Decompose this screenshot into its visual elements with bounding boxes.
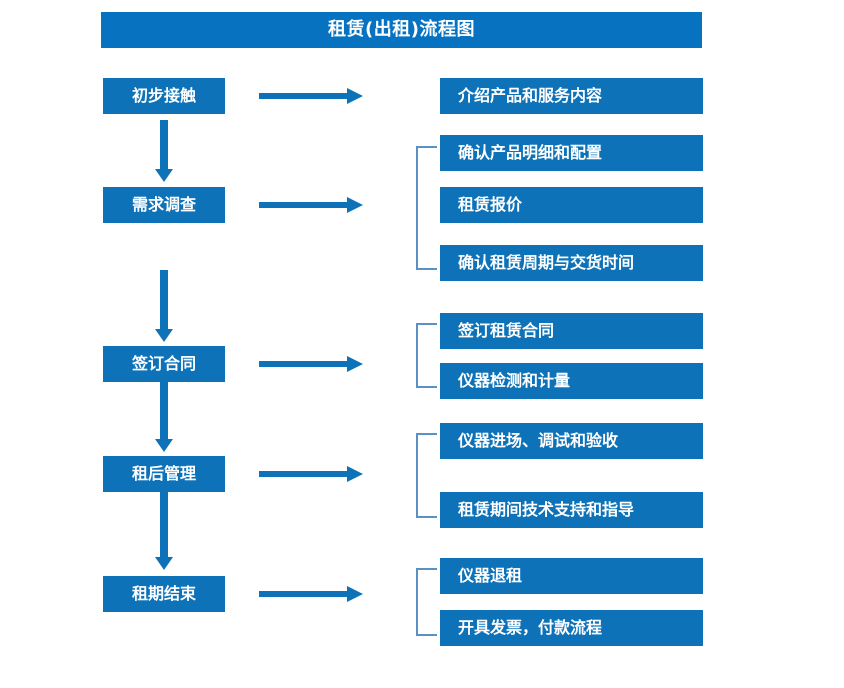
detail-box-4-1[interactable]: 仪器进场、调试和验收 <box>440 423 703 459</box>
arrow-head <box>155 557 173 570</box>
detail-label-5-2: 开具发票，付款流程 <box>458 618 603 637</box>
group-bracket-icon-4 <box>416 433 437 518</box>
arrow-head <box>347 88 363 104</box>
stage-box-2[interactable]: 需求调查 <box>103 187 225 223</box>
group-bracket-icon-2 <box>416 146 437 270</box>
arrow-down-icon-2 <box>155 270 173 342</box>
detail-label-4-2: 租赁期间技术支持和指导 <box>458 500 635 519</box>
arrow-shaft <box>259 591 349 597</box>
detail-label-2-3: 确认租赁周期与交货时间 <box>458 253 635 272</box>
detail-label-3-1: 签订租赁合同 <box>458 321 555 340</box>
detail-box-1-1[interactable]: 介绍产品和服务内容 <box>440 78 703 114</box>
group-bracket-icon-5 <box>416 568 437 636</box>
arrow-right-icon-3 <box>259 355 367 373</box>
stage-label-3: 签订合同 <box>131 354 196 373</box>
detail-box-5-1[interactable]: 仪器退租 <box>440 558 703 594</box>
detail-box-3-2[interactable]: 仪器检测和计量 <box>440 363 703 399</box>
arrow-down-icon-1 <box>155 120 173 182</box>
detail-label-3-2: 仪器检测和计量 <box>458 371 571 390</box>
arrow-shaft <box>160 492 168 557</box>
stage-box-1[interactable]: 初步接触 <box>103 78 225 114</box>
group-bracket-icon-3 <box>416 323 437 388</box>
stage-label-1: 初步接触 <box>131 86 196 105</box>
arrow-head <box>155 439 173 452</box>
arrow-head <box>347 586 363 602</box>
detail-box-4-2[interactable]: 租赁期间技术支持和指导 <box>440 492 703 528</box>
arrow-shaft <box>259 471 349 477</box>
stage-label-4: 租后管理 <box>131 464 196 483</box>
arrow-head <box>155 329 173 342</box>
detail-label-1-1: 介绍产品和服务内容 <box>458 86 603 105</box>
stage-label-5: 租期结束 <box>131 584 196 603</box>
arrow-shaft <box>160 120 168 169</box>
detail-box-2-1[interactable]: 确认产品明细和配置 <box>440 135 703 171</box>
arrow-head <box>155 169 173 182</box>
stage-label-2: 需求调查 <box>131 195 196 214</box>
arrow-right-icon-2 <box>259 196 367 214</box>
arrow-right-icon-5 <box>259 585 367 603</box>
detail-label-2-2: 租赁报价 <box>458 195 523 214</box>
arrow-shaft <box>160 382 168 439</box>
arrow-shaft <box>160 270 168 329</box>
detail-box-5-2[interactable]: 开具发票，付款流程 <box>440 610 703 646</box>
arrow-head <box>347 356 363 372</box>
detail-box-2-3[interactable]: 确认租赁周期与交货时间 <box>440 245 703 281</box>
arrow-head <box>347 197 363 213</box>
stage-box-3[interactable]: 签订合同 <box>103 346 225 382</box>
arrow-right-icon-1 <box>259 87 367 105</box>
detail-box-2-2[interactable]: 租赁报价 <box>440 187 703 223</box>
page-title: 租赁(出租)流程图 <box>328 19 475 40</box>
stage-box-5[interactable]: 租期结束 <box>103 576 225 612</box>
arrow-right-icon-4 <box>259 465 367 483</box>
arrow-shaft <box>259 361 349 367</box>
detail-label-2-1: 确认产品明细和配置 <box>458 143 603 162</box>
flowchart-title-bar: 租赁(出租)流程图 <box>101 12 702 48</box>
arrow-down-icon-3 <box>155 382 173 452</box>
arrow-shaft <box>259 202 349 208</box>
stage-box-4[interactable]: 租后管理 <box>103 456 225 492</box>
arrow-head <box>347 466 363 482</box>
detail-box-3-1[interactable]: 签订租赁合同 <box>440 313 703 349</box>
arrow-down-icon-4 <box>155 492 173 570</box>
detail-label-5-1: 仪器退租 <box>458 566 523 585</box>
detail-label-4-1: 仪器进场、调试和验收 <box>458 431 619 450</box>
arrow-shaft <box>259 93 349 99</box>
